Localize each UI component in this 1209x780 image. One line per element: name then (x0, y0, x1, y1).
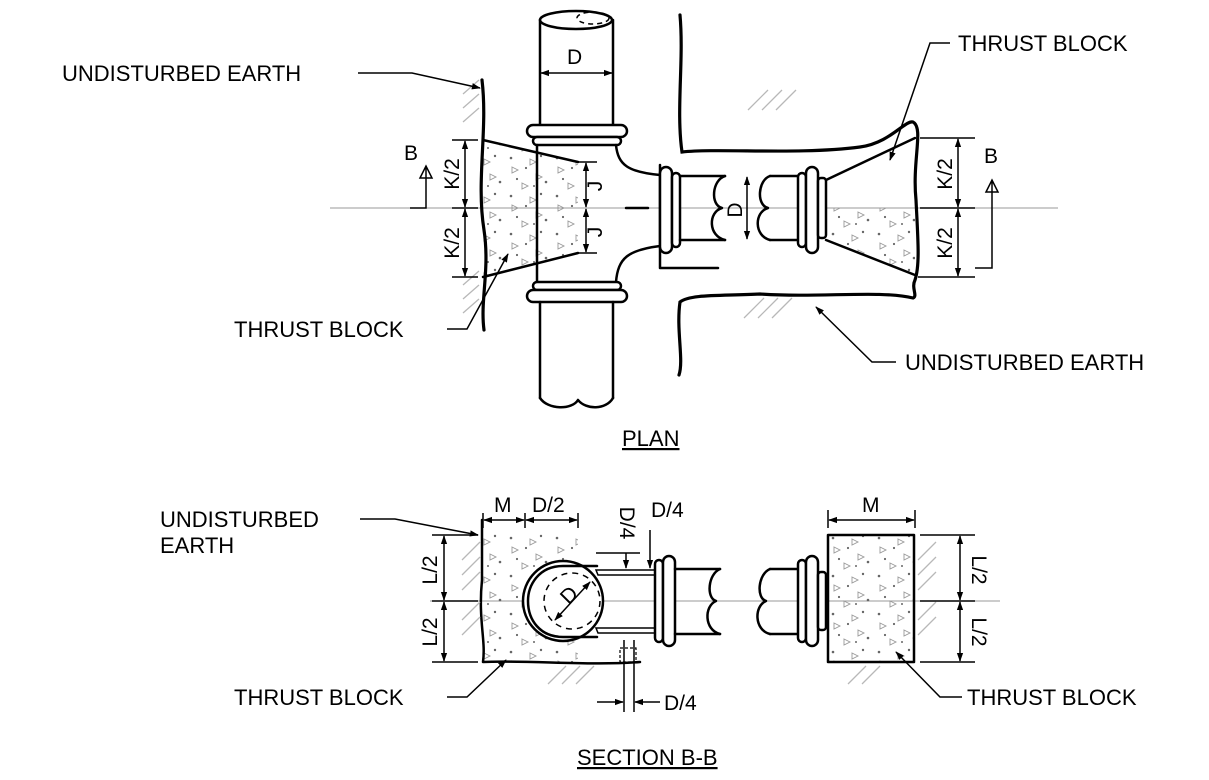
section-mark-left-arrow (410, 164, 434, 209)
dim-d4-vertical: D/4 (615, 507, 638, 540)
section-pipe-top-wall (594, 569, 656, 576)
plan-pipe-top-end (538, 9, 614, 31)
plan-lower-collar-1 (525, 288, 629, 304)
plan-right-block-outline (824, 136, 917, 277)
label-section-block-right: THRUST BLOCK (967, 685, 1137, 710)
leader-block-right (889, 42, 950, 161)
plan-branch-collar-d (804, 165, 820, 255)
dim-m-left: M (494, 494, 512, 517)
dim-l2-right-upper: L/2 (967, 555, 990, 584)
label-undisturbed-earth-right: UNDISTURBED EARTH (905, 350, 1144, 375)
plan-upper-collar-1 (525, 123, 629, 139)
dim-k2-right-lower: K/2 (934, 227, 957, 259)
section-pipe-bottom-wall (594, 627, 656, 634)
label-undisturbed-earth-left: UNDISTURBED EARTH (62, 61, 301, 86)
label-thrust-block-left: THRUST BLOCK (234, 317, 404, 342)
section-title: SECTION B-B (577, 745, 718, 770)
plan-pipe-bottom-break (538, 396, 615, 409)
section-pipe-right (768, 567, 800, 636)
dim-m-right-ext (827, 510, 916, 528)
section-right-thrust-block (828, 535, 915, 662)
section-left-earth-hatch (461, 541, 595, 685)
plan-tee-body (535, 143, 662, 284)
plan-title: PLAN (622, 426, 679, 451)
section-mark-right: B (984, 145, 998, 168)
dim-j-upper: J (584, 181, 607, 192)
section-left-block-outline (479, 518, 642, 665)
plan-right-earth-hatch (743, 89, 797, 319)
plan-branch-collar-a (658, 165, 674, 255)
leader-earth-left (358, 72, 481, 90)
dim-l2-left-upper: L/2 (419, 555, 442, 584)
dim-j-lower: J (584, 227, 607, 238)
section-right-block-outline (826, 533, 916, 664)
plan-pipe-top-inner (576, 11, 610, 25)
section-pipe-shell (526, 564, 599, 639)
plan-branch-collar-e (816, 176, 828, 240)
dim-k2-left-upper: K/2 (441, 158, 464, 190)
dim-m-left-ext (482, 513, 579, 528)
dim-k2-right-ext (918, 137, 975, 278)
section-collar-d (804, 554, 820, 648)
section-mark-right-arrow (975, 178, 1000, 269)
plan-right-earth-line (677, 13, 920, 377)
plan-left-thrust-block (483, 140, 578, 277)
dim-l2-left-lower: L/2 (419, 617, 442, 646)
dim-l2-right-lower: L/2 (967, 617, 990, 646)
leader-section-block-left (447, 659, 507, 698)
plan-left-block-outline (481, 138, 580, 279)
section-pipe-inner-dashed (543, 572, 601, 630)
plan-left-earth-hatch (462, 79, 480, 314)
plan-right-thrust-block-fill (826, 208, 915, 275)
dim-d-top: D (567, 46, 582, 69)
section-mark-left: B (404, 142, 418, 165)
dim-d2: D/2 (532, 494, 565, 517)
plan-vertical-pipe-upper (538, 18, 615, 127)
label-section-earth-2: EARTH (160, 533, 234, 558)
leader-earth-right (815, 306, 896, 363)
plan-branch-collar-b (670, 171, 682, 249)
leader-block-left (447, 253, 509, 330)
section-pipe-left (673, 567, 722, 636)
dim-k2-left-ext (452, 139, 478, 278)
dim-l2-right-ext (920, 534, 975, 663)
label-section-block-left: THRUST BLOCK (234, 685, 404, 710)
dim-j-ext (578, 161, 597, 254)
label-section-earth-1: UNDISTURBED (160, 507, 319, 532)
section-collar-b (661, 554, 677, 648)
plan-branch-pipe-right (768, 174, 800, 242)
dim-d-mid: D (724, 202, 747, 217)
section-right-earth-hatch (847, 541, 937, 685)
dim-d4-bottom: D/4 (664, 692, 697, 715)
plan-upper-collar-2 (531, 135, 623, 147)
plan-vertical-pipe-lower (538, 300, 615, 400)
dim-k2-right-upper: K/2 (934, 158, 957, 190)
section-collar-e (816, 570, 828, 632)
leader-section-earth (360, 518, 479, 537)
section-view: D M D/2 M D/4 D/4 D/4 (160, 494, 1137, 770)
dim-d-section-line (554, 581, 591, 621)
dim-d4-bottom-ext (623, 640, 635, 712)
plan-branch-break-left (710, 174, 727, 242)
dim-m-right: M (862, 494, 880, 517)
leader-section-block-right (895, 651, 962, 698)
section-pipe-break-right (756, 567, 772, 636)
dim-k2-left-lower: K/2 (441, 227, 464, 259)
plan-view: D D K/2 K/2 J J K/2 K/2 B B UNDISTURBE (62, 9, 1144, 451)
section-pipe-break-left (706, 567, 722, 636)
plan-branch-break-right (756, 174, 772, 242)
label-thrust-block-right: THRUST BLOCK (958, 31, 1128, 56)
section-bottom-detail (619, 647, 637, 663)
dim-d4-right: D/4 (651, 499, 684, 522)
plan-branch-pipe-left (678, 174, 727, 242)
